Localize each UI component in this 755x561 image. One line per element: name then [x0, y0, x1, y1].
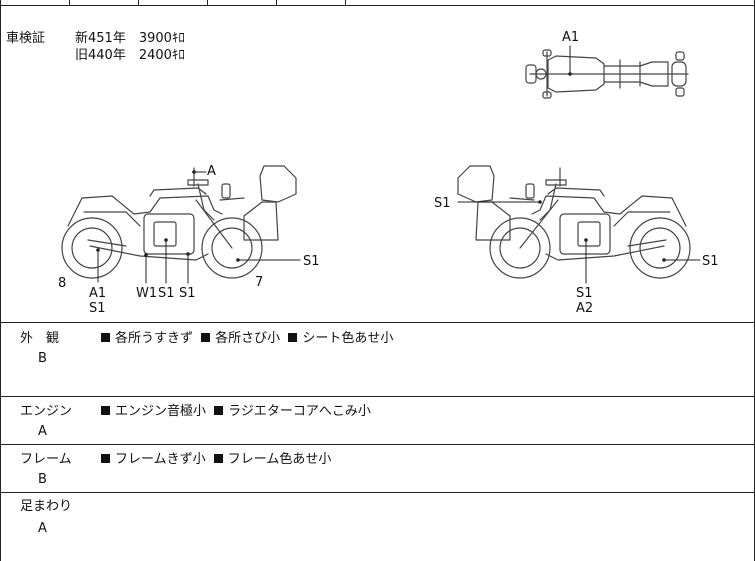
right-side-motorcycle: [457, 165, 691, 279]
inspection-new: 新451年 3900ｷﾛ: [75, 31, 185, 46]
section-divider: [0, 492, 755, 493]
header-bottom-border: [0, 5, 755, 6]
condition-item: ラジエターコアへこみ小: [228, 404, 371, 419]
condition-item: フレームきず小: [115, 452, 206, 467]
bullet-square-icon: [214, 406, 224, 415]
mark-right-s1-front: S1: [702, 254, 719, 269]
header-divider: [138, 0, 139, 5]
header-divider: [276, 0, 277, 5]
left-border: [0, 0, 1, 561]
header-divider: [207, 0, 208, 5]
bullet-square-icon: [101, 406, 110, 415]
section-name-exterior: 外 観: [20, 331, 60, 346]
condition-item: 各所さび小: [215, 331, 281, 346]
condition-item: フレーム色あせ小: [227, 452, 332, 467]
bullet-square-icon: [101, 454, 110, 463]
mark-left-s1: S1: [158, 286, 175, 301]
header-divider: [69, 0, 70, 5]
motorcycle-diagram: [61, 45, 701, 284]
bullet-square-icon: [101, 333, 110, 342]
mark-left-w1: W1: [136, 286, 158, 301]
section-name-engine: エンジン: [20, 404, 73, 419]
condition-item: シート色あせ小: [302, 331, 394, 346]
section-name-frame: フレーム: [20, 452, 72, 467]
bullet-square-icon: [288, 333, 298, 342]
inspection-label: 車検証: [6, 31, 46, 46]
mark-left-s1: S1: [89, 301, 106, 316]
mark-left-s1-rear: S1: [303, 254, 320, 269]
section-divider: [0, 396, 755, 397]
section-divider: [0, 322, 755, 323]
section-items-frame: フレームきず小 フレーム色あせ小: [101, 452, 335, 468]
mark-left-a: A: [207, 164, 216, 179]
mark-right-a2: A2: [576, 301, 594, 316]
inspection-old: 旧440年 2400ｷﾛ: [75, 48, 185, 63]
bullet-square-icon: [201, 333, 211, 342]
section-grade-suspension: A: [38, 521, 47, 536]
mark-right-s1-engine: S1: [576, 286, 593, 301]
mark-left-8: 8: [58, 276, 67, 291]
mark-left-7: 7: [255, 275, 264, 290]
condition-item: エンジン音極小: [115, 404, 207, 419]
top-view-motorcycle: [525, 45, 689, 99]
section-grade-engine: A: [38, 424, 47, 439]
mark-left-s1: S1: [179, 286, 196, 301]
mark-left-a1: A1: [89, 286, 107, 301]
section-items-engine: エンジン音極小 ラジエターコアへこみ小: [101, 404, 375, 420]
mark-right-s1: S1: [434, 196, 451, 211]
left-side-motorcycle: [61, 165, 297, 279]
section-grade-frame: B: [38, 472, 47, 487]
condition-item: 各所うすきず: [115, 331, 194, 346]
section-name-suspension: 足まわり: [20, 499, 73, 514]
bullet-square-icon: [213, 454, 223, 463]
header-divider: [345, 0, 346, 5]
section-grade-exterior: B: [38, 351, 47, 366]
section-items-exterior: 各所うすきず 各所さび小 シート色あせ小: [101, 331, 397, 347]
mark-top-a1: A1: [562, 30, 580, 45]
section-divider: [0, 444, 755, 445]
